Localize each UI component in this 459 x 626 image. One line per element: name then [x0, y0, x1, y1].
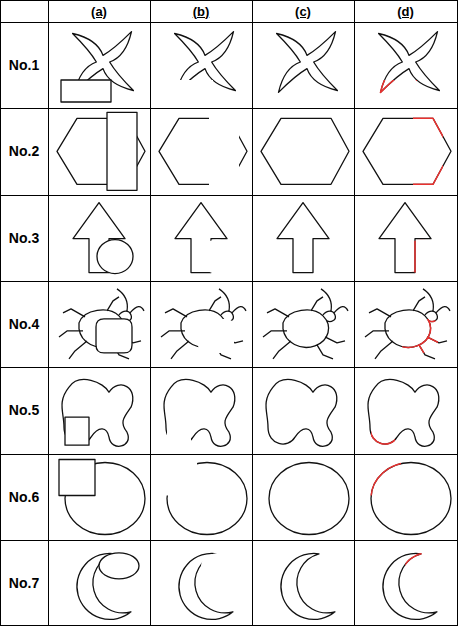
shape-figure [363, 118, 451, 184]
shape-figure [281, 553, 335, 619]
row-line [0, 454, 458, 455]
row-header: No.7 [9, 575, 39, 591]
column-header: (a) [91, 4, 107, 19]
row-header: No.1 [9, 57, 39, 73]
shape-figure [371, 463, 451, 535]
occluded-shape [73, 32, 134, 93]
column-line [252, 0, 253, 626]
shape-figure [179, 553, 233, 619]
row-line [0, 108, 458, 109]
occluded-shape [77, 553, 131, 619]
row-header: No.6 [9, 489, 39, 505]
occluded-shape [62, 380, 133, 447]
completed-shape [371, 463, 451, 535]
shape-figure [161, 289, 246, 359]
completed-shape [363, 118, 451, 184]
occluder-outline [97, 240, 133, 274]
completed-part [365, 289, 450, 359]
occluder-outline [96, 319, 132, 353]
completed-shape [365, 289, 450, 359]
completed-part [371, 463, 451, 535]
column-header: (c) [295, 4, 311, 19]
occluded-shape [57, 118, 145, 184]
completed-shape [263, 289, 348, 359]
occluded-shape [59, 289, 144, 359]
occluded-shape [175, 203, 227, 273]
occluded-shape [159, 118, 247, 184]
shape-figure [175, 32, 236, 93]
completed-part [383, 553, 437, 619]
shape-figure [164, 380, 235, 447]
shape-figure [263, 289, 348, 359]
shape-figure [59, 460, 145, 535]
column-header: (b) [193, 4, 210, 19]
row-line [0, 281, 458, 282]
completed-shape [379, 32, 440, 93]
completed-shape [266, 380, 337, 447]
row-line [0, 22, 458, 23]
shape-figure [379, 203, 431, 273]
completed-shape [277, 203, 329, 273]
shape-figure [365, 289, 450, 359]
completed-part [379, 203, 431, 273]
shape-figure [379, 32, 440, 93]
occluded-shape [161, 289, 246, 359]
completed-shape [379, 203, 431, 273]
completed-part [379, 32, 440, 93]
row-header: No.2 [9, 143, 39, 159]
occluded-shape [167, 463, 247, 535]
shape-figure [277, 32, 338, 93]
shape-figure [61, 32, 133, 102]
row-line [0, 195, 458, 196]
shape-figure [59, 289, 144, 359]
completed-shape [281, 553, 335, 619]
shape-figure [368, 380, 439, 447]
completed-shape [383, 553, 437, 619]
occluder-outline [59, 460, 95, 496]
completed-shape [261, 118, 349, 184]
row-line [0, 367, 458, 368]
completed-part [363, 118, 451, 184]
column-line [48, 0, 49, 626]
row-header: No.4 [9, 316, 39, 332]
column-header: (d) [397, 4, 414, 19]
shape-figure [57, 112, 145, 190]
occluded-shape [73, 203, 125, 273]
shape-figure [277, 203, 329, 273]
shape-figure [261, 118, 349, 184]
occluder-outline [99, 553, 139, 579]
shape-figure [269, 463, 349, 535]
occluded-shape [164, 380, 235, 447]
occluder-outline [107, 112, 137, 190]
shape-figure [73, 203, 133, 274]
shape-figure [62, 380, 133, 447]
row-line [0, 540, 458, 541]
column-line [354, 0, 355, 626]
completed-shape [368, 380, 439, 447]
occluded-shape [175, 32, 236, 93]
shape-figure [77, 553, 139, 620]
column-line [150, 0, 151, 626]
shape-figure [175, 203, 227, 273]
shape-figure [167, 463, 247, 535]
completed-shape [269, 463, 349, 535]
occluded-shape [65, 463, 145, 535]
shape-figure [383, 553, 437, 619]
shape-figure [266, 380, 337, 447]
row-header: No.5 [9, 402, 39, 418]
completed-shape [277, 32, 338, 93]
completed-part [368, 380, 439, 447]
occluder-outline [61, 80, 111, 102]
occluded-shape [179, 553, 233, 619]
shape-figure [159, 118, 247, 184]
occluder-outline [65, 417, 89, 445]
row-header: No.3 [9, 230, 39, 246]
